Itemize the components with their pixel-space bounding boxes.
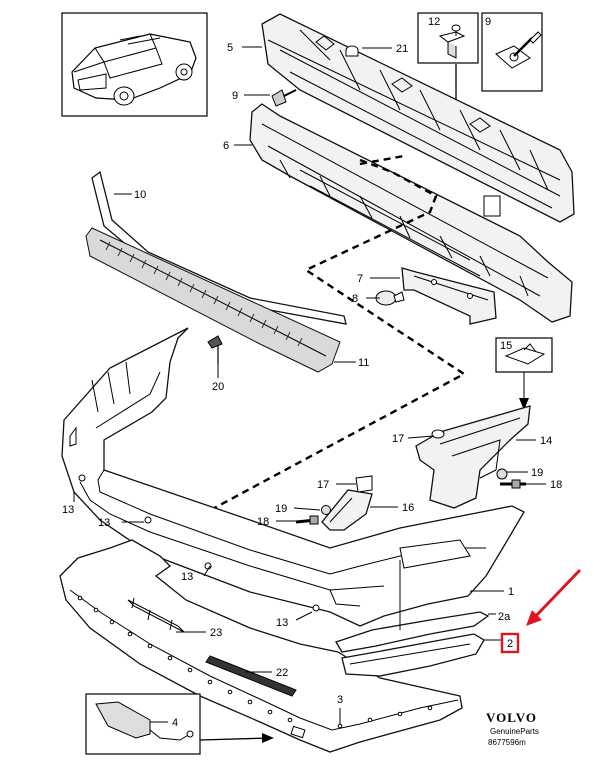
brand-logo: VOLVO bbox=[486, 710, 537, 725]
callout-7: 7 bbox=[357, 273, 363, 285]
bumper-cover-part-1 bbox=[61, 327, 525, 627]
callout-4: 4 bbox=[172, 717, 178, 729]
callout-2: 2 bbox=[507, 638, 513, 650]
callout-14: 14 bbox=[540, 435, 552, 447]
part-12-box bbox=[417, 12, 479, 64]
callout-9: 9 bbox=[232, 90, 238, 102]
callout-labels: 12 9 5 21 9 6 10 7 8 11 20 15 17 14 19 1… bbox=[62, 16, 562, 729]
trim-part-2 bbox=[341, 633, 485, 677]
callout-2a: 2a bbox=[498, 611, 511, 623]
brand-block: VOLVO GenuineParts 8677596m bbox=[486, 710, 539, 747]
callout-12: 12 bbox=[428, 16, 440, 28]
car-thumbnail bbox=[61, 12, 208, 117]
callout-23: 23 bbox=[210, 627, 222, 639]
screw-part-18-left bbox=[295, 505, 331, 525]
callout-17-left: 17 bbox=[317, 479, 329, 491]
callout-19-left: 19 bbox=[275, 503, 287, 515]
callout-17-right: 17 bbox=[392, 433, 404, 445]
callout-9-top: 9 bbox=[485, 16, 491, 28]
callout-6: 6 bbox=[223, 140, 229, 152]
bracket-part-14 bbox=[415, 405, 531, 509]
trim-part-2a bbox=[335, 611, 490, 653]
clip-part-8 bbox=[375, 290, 405, 306]
callout-1: 1 bbox=[508, 586, 514, 598]
callout-16: 16 bbox=[402, 502, 414, 514]
pin-part-21 bbox=[345, 45, 359, 57]
callout-13-lower: 13 bbox=[181, 571, 193, 583]
brand-subtitle: GenuineParts bbox=[490, 727, 539, 736]
bracket-part-7 bbox=[401, 267, 497, 325]
reflector-strip-part-22 bbox=[205, 655, 297, 697]
callout-19-right: 19 bbox=[531, 467, 543, 479]
callout-13-mid: 13 bbox=[98, 517, 110, 529]
screw-part-18-right bbox=[496, 468, 526, 489]
part-9-box bbox=[481, 12, 543, 92]
callout-11: 11 bbox=[358, 357, 369, 369]
callout-13-bottom: 13 bbox=[276, 617, 288, 629]
callout-18-right: 18 bbox=[550, 479, 562, 491]
callout-10: 10 bbox=[134, 189, 146, 201]
callout-3: 3 bbox=[337, 694, 343, 706]
callout-13-left: 13 bbox=[62, 504, 74, 516]
bracket-part-16 bbox=[321, 475, 373, 531]
lower-spoiler-part-3 bbox=[59, 539, 463, 753]
callout-20: 20 bbox=[212, 381, 224, 393]
screw-part-20 bbox=[207, 335, 223, 364]
reinforcement-beam-part-5 bbox=[261, 13, 575, 223]
leader-lines bbox=[73, 46, 546, 724]
highlight-arrow bbox=[526, 568, 582, 626]
callout-22: 22 bbox=[276, 667, 288, 679]
diagram-number: 8677596m bbox=[488, 738, 526, 747]
highlight-box-part-2 bbox=[500, 632, 520, 654]
sill-plate-part-11 bbox=[85, 227, 341, 373]
callout-18-left: 18 bbox=[257, 516, 269, 528]
part-4-box bbox=[85, 693, 201, 755]
callout-5: 5 bbox=[227, 42, 233, 54]
callout-21: 21 bbox=[396, 43, 408, 55]
energy-absorber-part-6 bbox=[249, 103, 573, 323]
callout-15: 15 bbox=[500, 340, 512, 352]
callout-8: 8 bbox=[352, 293, 358, 305]
screw-part-9 bbox=[271, 89, 297, 107]
